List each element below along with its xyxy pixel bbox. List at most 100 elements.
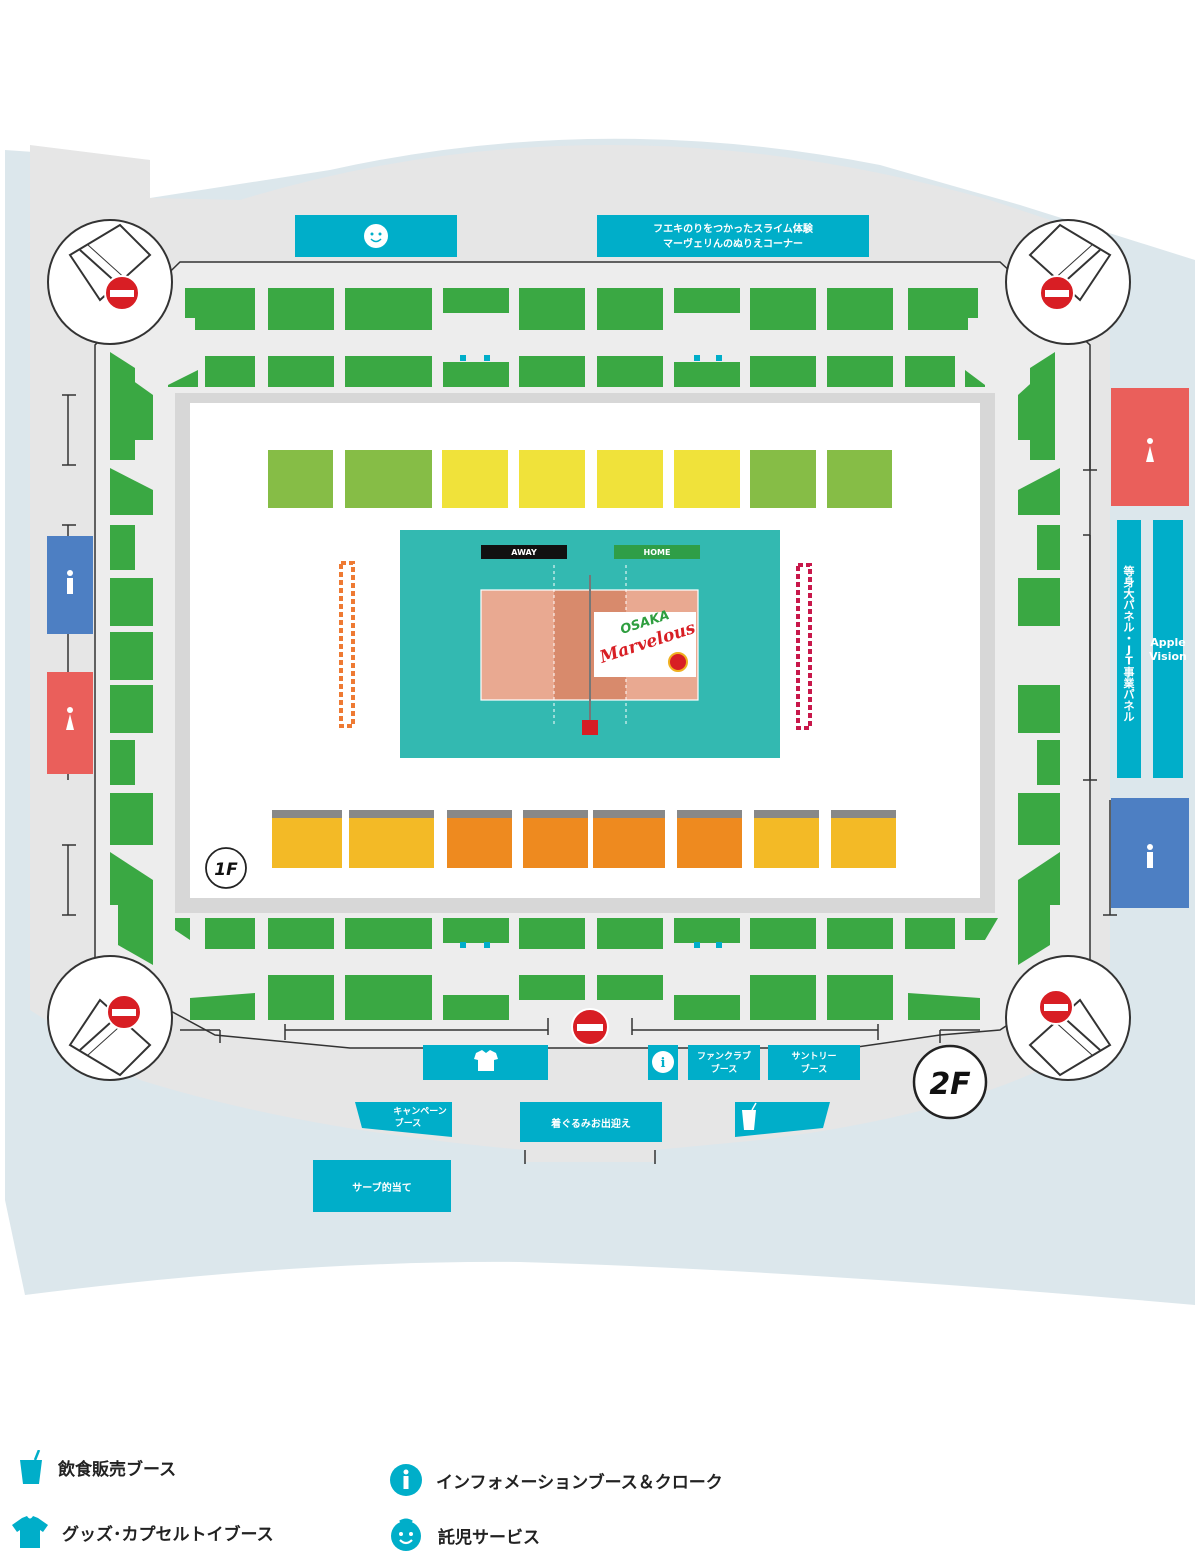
seat-block [1018, 905, 1050, 965]
panel-char: 身 [1124, 575, 1135, 589]
legend-kids-label: 託児サービス [438, 1527, 540, 1548]
seat-block [1018, 578, 1060, 626]
home-label: HOME [644, 548, 671, 557]
floor-seat-block [349, 818, 434, 868]
svg-text:着ぐるみお出迎え: 着ぐるみお出迎え [550, 1117, 631, 1130]
no-entry-icon [104, 275, 140, 311]
seat-block [674, 362, 740, 387]
seat-block [1018, 685, 1060, 733]
svg-text:サントリー: サントリー [791, 1051, 836, 1062]
seat-block [443, 918, 509, 943]
restroom-female-left [47, 672, 93, 774]
svg-text:i: i [661, 1056, 666, 1071]
accessible-markers [460, 355, 722, 948]
svg-text:ブース: ブース [711, 1063, 738, 1075]
seat-block [345, 975, 432, 1020]
panel-char: 業 [1123, 676, 1136, 690]
apple-vision-booth: Apple Vision [1149, 520, 1187, 778]
svg-text:2F: 2F [929, 1067, 971, 1102]
seat-block [965, 918, 998, 940]
seat-block [345, 288, 432, 330]
panel-char: パ [1124, 599, 1135, 612]
info-booth: i [648, 1045, 678, 1080]
home-bench [796, 563, 812, 730]
legend-info-label: インフォメーションブース＆クローク [436, 1472, 723, 1493]
floor-seat-block [345, 450, 432, 508]
venue-map: AWAY HOME OSAKA Marvelous 1F 2F [5, 138, 1195, 1305]
svg-text:サーブ的当て: サーブ的当て [352, 1181, 411, 1194]
seat-block [908, 288, 978, 330]
seat-block [750, 975, 816, 1020]
svg-text:1F: 1F [214, 860, 238, 880]
seat-block [110, 525, 135, 570]
floor-seat-block [593, 818, 665, 868]
svg-text:マーヴェリんのぬりえコーナー: マーヴェリんのぬりえコーナー [663, 237, 803, 250]
floor-seat-block [272, 818, 342, 868]
serve-booth: サーブ的当て [313, 1160, 451, 1212]
info-icon [390, 1464, 422, 1496]
floor-2f-badge: 2F [912, 1044, 988, 1120]
seat-block [905, 356, 955, 387]
seat-block [597, 975, 663, 1000]
legend-goods-label: グッズ･カプセルトイブース [62, 1524, 274, 1545]
floor-seat-block [674, 450, 740, 508]
seat-block [268, 918, 334, 949]
seat-block [519, 356, 585, 387]
tshirt-icon [12, 1516, 48, 1548]
seat-block [827, 918, 893, 949]
seat-block [750, 288, 816, 330]
floor-seating-top [268, 450, 892, 508]
svg-text:Apple: Apple [1150, 636, 1186, 649]
floor-seat-block [597, 450, 663, 508]
seat-block [519, 288, 585, 330]
seat-block [185, 288, 255, 330]
seating-blocks [110, 288, 1060, 1020]
svg-text:ファンクラブ: ファンクラブ [697, 1050, 751, 1062]
seat-block [205, 356, 255, 387]
seat-block [110, 685, 153, 733]
court-left-half [481, 590, 554, 700]
no-entry-icon [1039, 275, 1075, 311]
seat-block [110, 852, 153, 905]
seat-block [750, 356, 816, 387]
panel-char: J [1126, 643, 1131, 656]
panel-char: ・ [1124, 632, 1135, 645]
mascot-emblem-icon [668, 652, 688, 672]
food-booth [735, 1102, 830, 1137]
floor-seat-block [523, 818, 588, 868]
seat-block [345, 918, 432, 949]
floor-seat-block [442, 450, 508, 508]
seat-block [110, 740, 135, 785]
legend-goods: グッズ･カプセルトイブース [12, 1516, 274, 1548]
floor-seat-block [827, 450, 892, 508]
panel-char: 大 [1124, 586, 1135, 600]
seat-block [519, 918, 585, 949]
panel-char: 等 [1123, 564, 1135, 578]
panel-char: 事 [1124, 665, 1135, 679]
floor-seat-block [831, 818, 896, 868]
seat-block [443, 362, 509, 387]
fanclub-booth: ファンクラブ ブース [688, 1045, 760, 1080]
svg-text:フエキのりをつかったスライム体験: フエキのりをつかったスライム体験 [653, 222, 814, 235]
seat-block [190, 993, 255, 1020]
home-label-box [614, 545, 700, 559]
baby-face-icon [391, 1518, 421, 1551]
seat-block [674, 918, 740, 943]
suntory-booth: サントリー ブース [768, 1045, 860, 1080]
slime-booth: フエキのりをつかったスライム体験 マーヴェリんのぬりえコーナー [597, 215, 869, 257]
svg-text:ブース: ブース [395, 1117, 422, 1129]
seat-block [110, 578, 153, 626]
seat-block [205, 918, 255, 949]
seat-block [443, 288, 509, 313]
seat-block [597, 356, 663, 387]
no-entry-icon [571, 1008, 609, 1046]
away-bench [339, 561, 355, 728]
seat-block [268, 975, 334, 1020]
floor-seat-block [268, 450, 333, 508]
panel-char: ル [1124, 621, 1135, 634]
seat-block [905, 918, 955, 949]
campaign-booth: キャンペーン ブース [355, 1102, 452, 1137]
wall-lines [62, 380, 1117, 1164]
floor-seat-block [519, 450, 585, 508]
